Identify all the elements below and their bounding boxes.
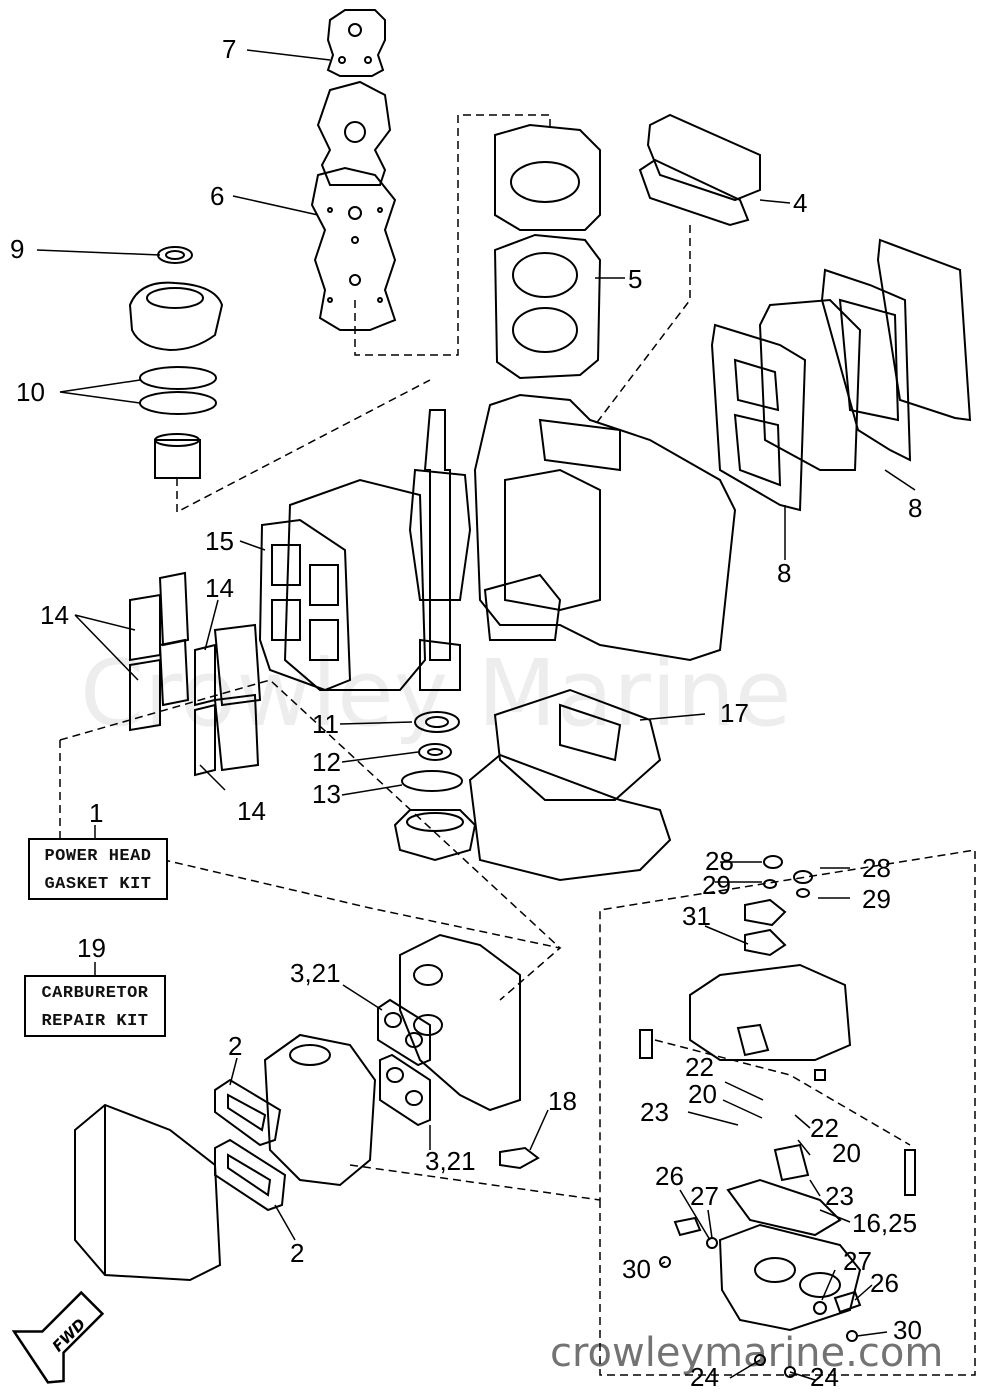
callout-29-right: 29 — [862, 884, 891, 914]
carburetor-body — [263, 1033, 377, 1187]
upper-bearing-housing — [128, 281, 224, 352]
callout-16-25: 16,25 — [852, 1208, 917, 1238]
part-15-reed-plate-gasket — [258, 518, 352, 692]
bushing — [154, 433, 201, 479]
part-10-o-rings — [139, 366, 217, 415]
leader-cylinder-head — [354, 114, 551, 356]
kit-1-line-2: GASKET KIT — [44, 875, 152, 894]
carburetor-repair-kit-label: CARBURETOR REPAIR KIT — [24, 975, 166, 1037]
part-9-oil-seal — [157, 246, 193, 264]
lower-bearing-housing — [393, 809, 477, 862]
callout-31: 31 — [682, 901, 711, 931]
callout-1: 1 — [89, 798, 103, 828]
callout-8-center: 8 — [777, 558, 791, 588]
callout-23-lower: 23 — [825, 1181, 854, 1211]
callout-26-left: 26 — [655, 1161, 684, 1191]
callout-17: 17 — [720, 698, 749, 728]
part-14-reed-valves-right — [194, 623, 262, 777]
carburetor-screws — [639, 1029, 916, 1196]
part-16-25-float-bowl-gasket — [726, 1178, 842, 1237]
callout-20-upper: 20 — [688, 1079, 717, 1109]
callout-28-right: 28 — [862, 853, 891, 883]
intake-carb-link — [349, 1164, 601, 1201]
callout-24-left: 24 — [690, 1362, 719, 1392]
callout-23-upper: 23 — [640, 1097, 669, 1127]
callout-24-right: 24 — [810, 1362, 839, 1392]
callout-11: 11 — [312, 709, 339, 739]
part-3-21-gasket-upper — [377, 998, 431, 1067]
air-silencer — [74, 1103, 222, 1282]
part-5-head-gasket — [493, 233, 602, 380]
callout-30-right: 30 — [893, 1315, 922, 1345]
part-31-gasket — [744, 928, 787, 957]
leader-cover — [594, 225, 691, 426]
crankcase-half — [283, 478, 427, 691]
part-2-gasket-upper — [214, 1078, 282, 1147]
leader-crank-bushing — [176, 379, 431, 514]
callout-22-upper: 22 — [685, 1052, 714, 1082]
part-13-o-ring — [401, 770, 463, 792]
fwd-arrow-icon: FWD — [11, 1290, 105, 1384]
part-2-gasket-lower — [214, 1138, 287, 1212]
callout-5: 5 — [628, 264, 642, 294]
carb-screw-link — [654, 1039, 911, 1146]
cylinder-head — [494, 123, 601, 231]
watermark-url: crowleymarine.com — [550, 1330, 944, 1376]
part-18-gasket — [499, 1146, 540, 1170]
callout-7: 7 — [222, 34, 236, 64]
part-3-21-gasket-lower — [379, 1053, 431, 1127]
part-4-cover-gasket — [638, 113, 761, 227]
callout-22-lower: 22 — [810, 1113, 839, 1143]
part-17-gasket — [493, 688, 662, 801]
part-6-exhaust-plate-gasket — [310, 80, 397, 331]
callout-20-lower: 20 — [832, 1138, 861, 1168]
carb-detail-box — [599, 849, 976, 1376]
part-7-exhaust-gasket — [326, 9, 386, 77]
callout-26-right: 26 — [870, 1268, 899, 1298]
callout-19: 19 — [77, 933, 106, 963]
intake-manifold — [399, 933, 521, 1112]
callout-13: 13 — [312, 779, 341, 809]
power-head-gasket-kit-label: POWER HEAD GASKET KIT — [28, 838, 168, 900]
callout-6: 6 — [210, 181, 224, 211]
callout-28-left: 28 — [705, 846, 734, 876]
float-bowl — [718, 1223, 862, 1332]
part-14-reed-valves-left — [129, 571, 190, 732]
callout-27-left: 27 — [690, 1181, 719, 1211]
callout-30-left: 30 — [622, 1254, 651, 1284]
carburetor-floats — [736, 1023, 810, 1182]
kit-19-line-2: REPAIR KIT — [41, 1012, 149, 1031]
callout-4: 4 — [793, 188, 807, 218]
callout-3-21-lower: 3,21 — [425, 1146, 476, 1176]
callout-18: 18 — [548, 1086, 577, 1116]
crankshaft — [408, 409, 472, 691]
callout-2-lower: 2 — [290, 1238, 304, 1268]
kit-19-line-1: CARBURETOR — [41, 984, 149, 1003]
reed-assembly-boundary — [59, 679, 561, 949]
callout-12: 12 — [312, 747, 341, 777]
callout-14-mid: 14 — [205, 573, 234, 603]
part-11-seal — [414, 711, 460, 733]
callout-2-upper: 2 — [228, 1031, 242, 1061]
engine-block — [473, 393, 737, 662]
callout-10: 10 — [16, 377, 45, 407]
carburetor-top-cover — [689, 898, 852, 1061]
part-8-exhaust-cover-gaskets — [710, 238, 972, 512]
callout-27-right: 27 — [843, 1246, 872, 1276]
lower-casing — [468, 753, 672, 882]
callout-8-right: 8 — [908, 493, 922, 523]
callout-14-bottom: 14 — [237, 796, 266, 826]
callout-15: 15 — [205, 526, 234, 556]
callout-9: 9 — [10, 234, 24, 264]
part-12-seal — [418, 743, 452, 761]
callout-3-21-upper: 3,21 — [290, 958, 341, 988]
callout-14-left: 14 — [40, 600, 69, 630]
callout-29-left: 29 — [702, 870, 731, 900]
part-28-29-plugs — [763, 855, 813, 898]
kit-1-line-1: POWER HEAD — [44, 847, 152, 866]
